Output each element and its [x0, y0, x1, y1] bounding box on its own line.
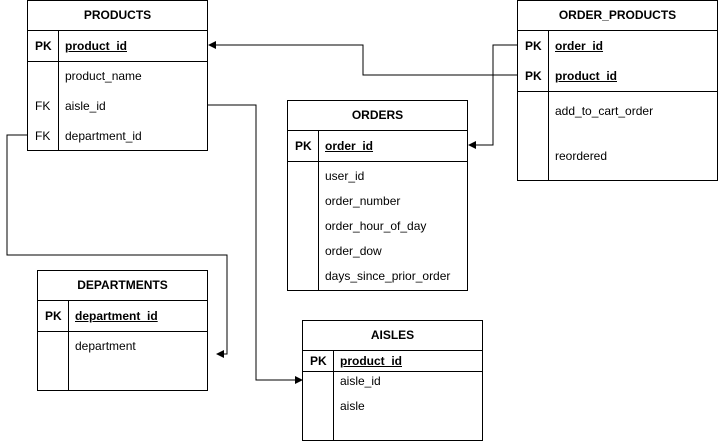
entity-title: ORDER_PRODUCTS [518, 1, 717, 31]
entity-products[interactable]: PRODUCTS PK product_id product_name FK a… [27, 0, 208, 151]
pk-label: PK [295, 139, 312, 153]
field-days-since-prior-order[interactable]: days_since_prior_order [325, 269, 451, 283]
field-department-id[interactable]: department_id [75, 309, 158, 323]
field-order-hour-of-day[interactable]: order_hour_of_day [325, 219, 427, 233]
field-product-id[interactable]: product_id [555, 69, 617, 83]
field-aisle[interactable]: aisle [340, 399, 365, 413]
entity-departments[interactable]: DEPARTMENTS PK department_id department [37, 270, 208, 391]
field-product-id[interactable]: product_id [65, 39, 127, 53]
pk-label: PK [310, 354, 327, 368]
entity-title: PRODUCTS [28, 1, 207, 31]
pk-label: PK [525, 39, 542, 53]
entity-aisles[interactable]: AISLES PK product_id aisle_id aisle [302, 320, 483, 441]
connector-orderproducts-products [208, 41, 518, 76]
field-order-dow[interactable]: order_dow [325, 244, 382, 258]
field-product-id[interactable]: product_id [340, 354, 402, 368]
fk-label: FK [35, 99, 51, 113]
connector-products-aisles [208, 104, 303, 384]
entity-order-products[interactable]: ORDER_PRODUCTS PK order_id PK product_id… [517, 0, 718, 181]
pk-label: PK [45, 309, 62, 323]
entity-title: AISLES [303, 321, 482, 351]
field-department[interactable]: department [75, 339, 136, 353]
field-order-id[interactable]: order_id [555, 39, 604, 53]
entity-title: DEPARTMENTS [38, 271, 207, 301]
connector-orderproducts-orders [468, 44, 518, 149]
pk-label: PK [525, 69, 542, 83]
field-order-number[interactable]: order_number [325, 194, 401, 208]
field-order-id[interactable]: order_id [325, 139, 374, 153]
field-department-id[interactable]: department_id [65, 129, 142, 143]
field-reordered[interactable]: reordered [555, 149, 608, 163]
fk-label: FK [35, 129, 51, 143]
connector-products-departments [6, 134, 228, 358]
pk-label: PK [35, 39, 52, 53]
entity-orders[interactable]: ORDERS PK order_id user_id order_number … [287, 100, 468, 291]
field-product-name[interactable]: product_name [65, 69, 142, 83]
field-aisle-id[interactable]: aisle_id [65, 99, 106, 113]
field-add-to-cart-order[interactable]: add_to_cart_order [555, 104, 654, 118]
field-aisle-id[interactable]: aisle_id [340, 374, 381, 388]
entity-title: ORDERS [288, 101, 467, 131]
field-user-id[interactable]: user_id [325, 169, 365, 183]
